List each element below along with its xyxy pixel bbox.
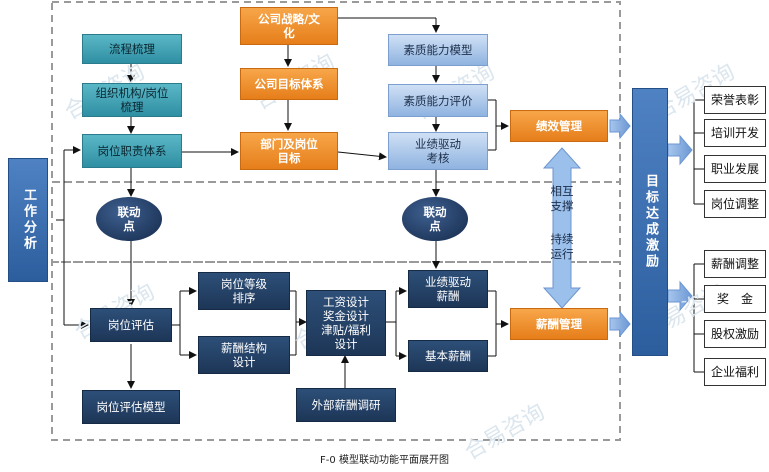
grade-ranking-node: 岗位等级 排序 bbox=[198, 272, 290, 310]
pay-structure-node: 薪酬结构 设计 bbox=[198, 336, 290, 374]
base-pay-node: 基本薪酬 bbox=[408, 340, 488, 372]
top-frame bbox=[51, 1, 621, 183]
job-eval-model-node: 岗位评估模型 bbox=[82, 390, 180, 424]
process-sorting-node: 流程梳理 bbox=[82, 34, 182, 64]
arrow-to-top-outputs bbox=[667, 134, 693, 166]
performance-review-node: 业绩驱动 考核 bbox=[388, 132, 488, 170]
output-equity: 股权激励 bbox=[704, 320, 766, 348]
job-analysis-label: 工作分析 bbox=[21, 188, 36, 252]
external-survey-node: 外部薪酬调研 bbox=[296, 388, 396, 422]
arrow-to-incentive-top bbox=[609, 112, 631, 140]
connector-arrow bbox=[337, 151, 387, 161]
linkage-point-left: 联动 点 bbox=[96, 197, 162, 241]
pay-design-node: 工资设计 奖金设计 津贴/福利 设计 bbox=[306, 290, 386, 356]
job-analysis-node: 工作分析 bbox=[8, 158, 48, 282]
compensation-mgmt-node: 薪酬管理 bbox=[510, 308, 608, 340]
arrow-to-incentive-bottom bbox=[609, 310, 631, 338]
sustain-label: 持续 运行 bbox=[550, 232, 574, 261]
output-honor: 荣誉表彰 bbox=[704, 86, 766, 114]
job-eval-node: 岗位评估 bbox=[90, 308, 172, 342]
linkage-point-right: 联动 点 bbox=[402, 197, 468, 241]
output-training: 培训开发 bbox=[704, 119, 766, 147]
mutual-support-label: 相互 支撑 bbox=[550, 184, 574, 213]
output-welfare: 企业福利 bbox=[704, 358, 766, 386]
mutual-support-double-arrow bbox=[542, 147, 582, 309]
goal-system-node: 公司目标体系 bbox=[240, 68, 338, 100]
org-sorting-node: 组织机构/岗位 梳理 bbox=[82, 83, 182, 117]
figure-caption: F-0 模型联动功能平面展开图 bbox=[320, 455, 449, 466]
goal-incentive-node: 目标达成激励 bbox=[632, 88, 668, 356]
output-bonus: 奖 金 bbox=[704, 285, 766, 313]
performance-pay-node: 业绩驱动 薪酬 bbox=[408, 270, 488, 308]
competency-model-node: 素质能力模型 bbox=[388, 34, 488, 66]
arrow-to-bottom-outputs bbox=[667, 280, 693, 312]
output-career: 职业发展 bbox=[704, 155, 766, 183]
duty-system-node: 岗位职责体系 bbox=[82, 134, 182, 168]
performance-mgmt-node: 绩效管理 bbox=[510, 110, 608, 142]
goal-incentive-label: 目标达成激励 bbox=[643, 174, 658, 270]
output-pay-adjust: 薪酬调整 bbox=[704, 250, 766, 278]
competency-eval-node: 素质能力评价 bbox=[388, 84, 488, 117]
strategy-node: 公司战略/文 化 bbox=[240, 7, 338, 45]
output-job-adjust: 岗位调整 bbox=[704, 190, 766, 218]
dept-goal-node: 部门及岗位 目标 bbox=[240, 132, 338, 170]
